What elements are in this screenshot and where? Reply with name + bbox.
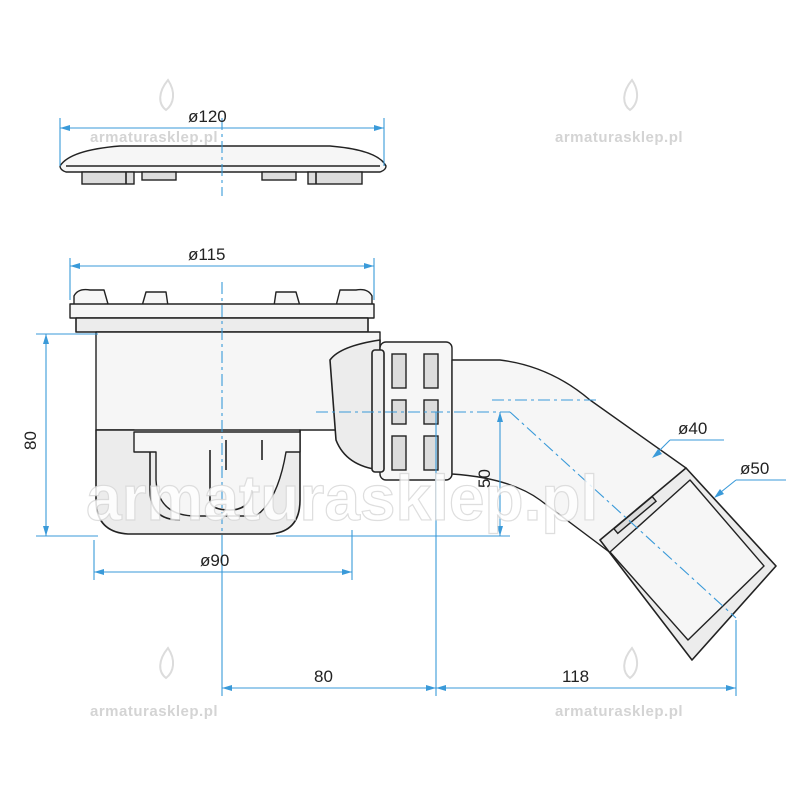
watermark-logo-top-right: armaturasklep.pl (555, 78, 683, 146)
watermark-logo-bottom-right: armaturasklep.pl (555, 646, 683, 720)
label-body-diameter: ø115 (188, 245, 226, 264)
watermark-logo-top-left: armaturasklep.pl (90, 78, 218, 146)
label-outlet-reach: 118 (562, 667, 589, 686)
axis-lines (221, 118, 737, 619)
watermark-text-bottom-left: armaturasklep.pl (90, 703, 218, 720)
coupling-nut (371, 341, 453, 481)
label-height: 80 (21, 431, 40, 450)
label-outlet-inner: ø40 (678, 419, 707, 438)
watermark-text-bottom-right: armaturasklep.pl (555, 703, 683, 720)
dimension-lines (36, 118, 786, 696)
lid-drawing (59, 145, 387, 185)
watermark-large: armaturasklep.pl (86, 462, 598, 534)
watermark-text-top-left: armaturasklep.pl (90, 129, 218, 146)
outlet-pipe (451, 359, 777, 661)
watermark-text-top-right: armaturasklep.pl (555, 129, 683, 146)
label-lid-diameter: ø120 (188, 107, 227, 126)
label-bottom-diameter: ø90 (200, 551, 229, 570)
watermark-group: armaturasklep.pl armaturasklep.pl armatu… (90, 78, 683, 720)
label-outlet-axis-height: 50 (475, 469, 494, 488)
label-outlet-outer: ø50 (740, 459, 769, 478)
dimension-labels: ø120 ø115 ø90 80 50 ø40 ø50 80 118 (21, 107, 769, 686)
watermark-logo-bottom-left: armaturasklep.pl (90, 646, 218, 720)
label-offset-to-axis: 80 (314, 667, 333, 686)
